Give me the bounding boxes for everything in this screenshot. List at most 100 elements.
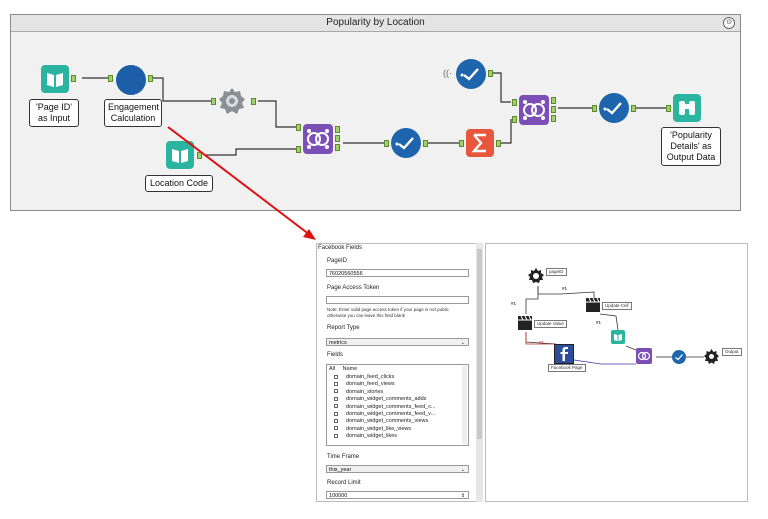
field-name: domain_feed_views <box>346 381 395 388</box>
anchor-input[interactable] <box>666 105 671 112</box>
field-row[interactable]: domain_widget_comments_adds <box>329 396 461 403</box>
checkmark-icon <box>675 354 683 361</box>
collapse-icon[interactable]: ⊙ <box>723 17 735 29</box>
time-frame-select[interactable]: this_year ⌄ <box>326 465 469 473</box>
macro-select-tool[interactable] <box>672 350 686 364</box>
macro-update-cell-label: Update Cell <box>602 302 632 310</box>
field-row[interactable]: domain_widget_comments_views <box>329 418 461 425</box>
page-id-input-tool[interactable] <box>41 65 69 93</box>
anchor-output[interactable] <box>631 105 636 112</box>
macro-gear-tool[interactable] <box>528 268 544 284</box>
anchor-output[interactable] <box>71 75 76 82</box>
join-icon <box>523 100 545 120</box>
anchor-output[interactable] <box>423 140 428 147</box>
record-limit-stepper[interactable]: 100000 ⇕ <box>326 491 469 499</box>
anchor-input[interactable] <box>459 140 464 147</box>
summarize-tool[interactable] <box>466 129 494 157</box>
report-type-select[interactable]: metrics ⌄ <box>326 338 469 346</box>
join-tool[interactable] <box>303 124 333 154</box>
wireless-input-icon[interactable]: ((· <box>443 68 452 78</box>
anchor-right-input[interactable] <box>296 146 301 153</box>
field-name: domain_feed_clicks <box>346 374 395 380</box>
sigma-icon <box>471 133 486 153</box>
container-title-bar[interactable]: Popularity by Location <box>11 15 740 32</box>
book-icon <box>614 334 622 341</box>
stepper-arrows-icon[interactable]: ⇕ <box>460 493 465 499</box>
field-checkbox[interactable] <box>334 404 338 409</box>
location-code-input-tool[interactable] <box>166 141 194 169</box>
field-row[interactable]: domain_feed_clicks <box>329 374 461 381</box>
anchor-input[interactable] <box>384 140 389 147</box>
anchor-left-input[interactable] <box>296 124 301 131</box>
macro-output-tool[interactable] <box>704 349 719 364</box>
select-tool[interactable] <box>391 128 421 158</box>
field-checkbox[interactable] <box>334 426 338 431</box>
connector-gear-to-join <box>258 100 296 128</box>
config-scrollbar[interactable] <box>476 243 483 502</box>
gear-icon <box>704 349 719 364</box>
token-label: Page Access Token <box>327 285 380 291</box>
anchor-output[interactable] <box>488 70 493 77</box>
field-row[interactable]: domain_widget_like_views <box>329 426 461 433</box>
field-checkbox[interactable] <box>334 411 338 416</box>
anchor-output-j[interactable] <box>551 106 556 113</box>
config-scroll-thumb[interactable] <box>477 249 482 439</box>
field-row[interactable]: domain_stories <box>329 389 461 396</box>
macro-join-tool[interactable] <box>636 348 652 364</box>
anchor-left-input[interactable] <box>512 99 517 106</box>
anchor-output-l[interactable] <box>551 97 556 104</box>
workflow-connections <box>82 72 666 156</box>
field-checkbox[interactable] <box>334 396 338 401</box>
engagement-calculation-tool[interactable] <box>116 65 146 95</box>
update-cell-tool[interactable] <box>586 297 600 312</box>
select-tool-2[interactable] <box>599 93 629 123</box>
token-input[interactable] <box>326 296 469 304</box>
gear-tool[interactable] <box>218 87 246 115</box>
fields-scrollbar[interactable] <box>462 366 467 444</box>
anchor-output[interactable] <box>496 140 501 147</box>
anchor-input[interactable] <box>211 98 216 105</box>
report-type-label: Report Type <box>327 325 360 331</box>
connector-top-select-to-join2 <box>492 72 511 103</box>
macro-conn-label: #1 <box>596 320 602 325</box>
join-icon <box>307 129 329 149</box>
anchor-input[interactable] <box>592 105 597 112</box>
field-checkbox[interactable] <box>334 381 338 386</box>
field-row[interactable]: domain_feed_views <box>329 381 461 388</box>
field-checkbox[interactable] <box>334 433 338 438</box>
field-row[interactable]: domain_widget_comments_feed_c... <box>329 404 461 411</box>
gear-icon <box>528 268 544 283</box>
anchor-input[interactable] <box>108 75 113 82</box>
facebook-tool[interactable] <box>554 344 574 364</box>
time-frame-label: Time Frame <box>327 454 360 460</box>
connector-engagement-to-gear <box>151 77 211 102</box>
container-title: Popularity by Location <box>326 17 425 28</box>
anchor-output-r[interactable] <box>551 115 556 122</box>
anchor-output[interactable] <box>251 98 256 105</box>
fields-label: Fields <box>327 352 344 358</box>
field-row[interactable]: domain_widget_likes <box>329 433 461 440</box>
page-id-label: PageID <box>327 258 348 264</box>
anchor-output-l[interactable] <box>335 126 340 133</box>
field-name: domain_widget_like_views <box>346 425 412 432</box>
page-id-input[interactable]: 76020560556 <box>326 269 469 277</box>
anchor-output[interactable] <box>197 152 202 159</box>
anchor-output-j[interactable] <box>335 135 340 142</box>
update-value-tool[interactable] <box>518 315 532 330</box>
field-name: domain_widget_comments_adds <box>346 396 427 403</box>
anchor-right-input[interactable] <box>512 116 517 123</box>
field-row[interactable]: domain_widget_comments_feed_v... <box>329 411 461 418</box>
connector-summarize-to-join2 <box>498 119 512 144</box>
popularity-output-tool[interactable] <box>673 94 701 122</box>
top-select-tool[interactable] <box>456 59 486 89</box>
facebook-config-panel: Facebook Fields PageID 76020560556 Page … <box>316 243 479 502</box>
anchor-output[interactable] <box>148 75 153 82</box>
join-tool-2[interactable] <box>519 95 549 125</box>
anchor-output-r[interactable] <box>335 144 340 151</box>
checkmark-icon <box>395 137 414 150</box>
field-checkbox[interactable] <box>334 418 338 423</box>
field-checkbox[interactable] <box>334 389 338 394</box>
facebook-icon <box>560 347 568 361</box>
field-checkbox[interactable] <box>334 374 338 379</box>
macro-input-tool[interactable] <box>611 330 625 344</box>
